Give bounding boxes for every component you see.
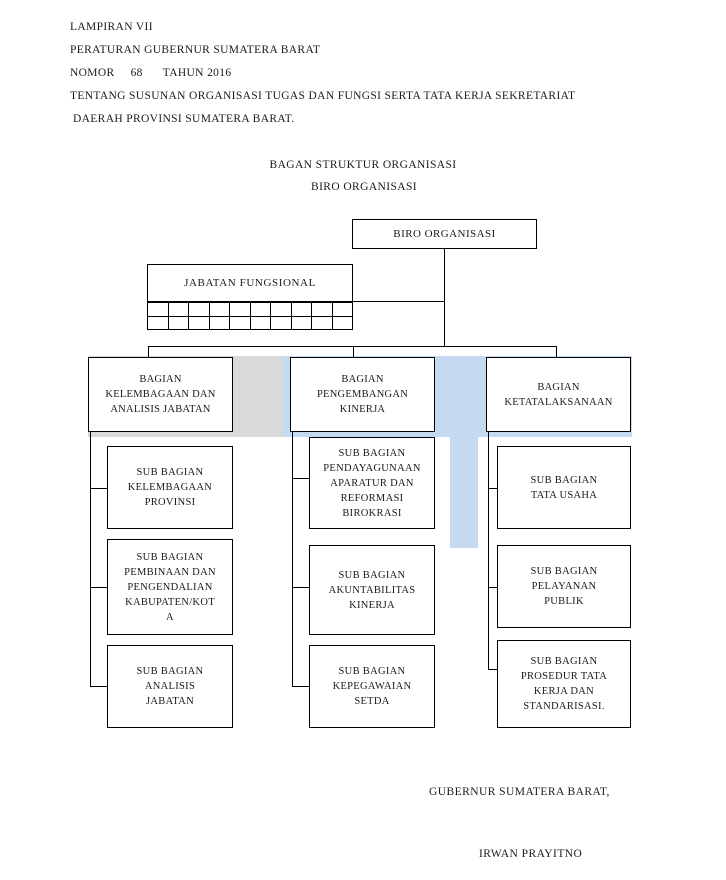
box-bagian-kelembagaan-dan-analisis-jabatan[interactable]: BAGIAN KELEMBAGAAN DAN ANALISIS JABATAN <box>88 357 233 432</box>
stub-division-3-child-1 <box>488 488 505 489</box>
box-sub-bagian-pembinaan-dan-pengendalian[interactable]: SUB BAGIAN PEMBINAAN DAN PENGENDALIAN KA… <box>107 539 233 635</box>
grid-cell[interactable] <box>209 316 230 330</box>
box-sub-3-1-label: SUB BAGIAN TATA USAHA <box>530 474 598 501</box>
connector-root-to-jabfung <box>353 301 445 302</box>
stub-division-2-child-1 <box>292 478 309 479</box>
box-bagian-3-label: BAGIAN KETATALAKSANAAN <box>504 381 613 408</box>
grid-cell[interactable] <box>189 316 210 330</box>
box-sub-3-3-label: SUB BAGIAN PROSEDUR TATA KERJA DAN STAND… <box>520 656 608 712</box>
connector-division-bus <box>148 346 557 347</box>
spine-division-3 <box>488 432 489 669</box>
box-sub-bagian-pelayanan-publik[interactable]: SUB BAGIAN PELAYANAN PUBLIK <box>497 545 631 628</box>
box-sub-1-1-label: SUB BAGIAN KELEMBAGAAN PROVINSI <box>127 467 213 508</box>
nomor-label: NOMOR <box>70 67 115 79</box>
spine-division-2 <box>292 432 293 686</box>
grid-cell[interactable] <box>230 303 251 317</box>
regulation-line: PERATURAN GUBERNUR SUMATERA BARAT <box>70 44 321 56</box>
about-line-2: DAERAH PROVINSI SUMATERA BARAT. <box>73 113 295 125</box>
connector-root-trunk <box>444 249 445 346</box>
grid-cell[interactable] <box>148 316 169 330</box>
box-sub-bagian-kelembagaan-provinsi[interactable]: SUB BAGIAN KELEMBAGAAN PROVINSI <box>107 446 233 529</box>
chart-title-line-2: BIRO ORGANISASI <box>311 181 417 193</box>
box-biro-organisasi[interactable]: BIRO ORGANISASI <box>352 219 537 249</box>
appendix-line: LAMPIRAN VII <box>70 21 153 33</box>
grid-cell[interactable] <box>250 303 271 317</box>
stub-division-1-child-2 <box>90 587 107 588</box>
grid-cell[interactable] <box>209 303 230 317</box>
grid-cell[interactable] <box>271 316 292 330</box>
box-sub-bagian-akuntabilitas-kinerja[interactable]: SUB BAGIAN AKUNTABILITAS KINERJA <box>309 545 435 635</box>
box-sub-bagian-kepegawaian-setda[interactable]: SUB BAGIAN KEPEGAWAIAN SETDA <box>309 645 435 728</box>
box-sub-1-3-label: SUB BAGIAN ANALISIS JABATAN <box>136 666 204 707</box>
connector-drop-division-2 <box>353 346 354 357</box>
grid-cell[interactable] <box>312 303 333 317</box>
grid-cell[interactable] <box>148 303 169 317</box>
box-sub-2-2-label: SUB BAGIAN AKUNTABILITAS KINERJA <box>328 569 416 611</box>
box-bagian-pengembangan-kinerja[interactable]: BAGIAN PENGEMBANGAN KINERJA <box>290 357 435 432</box>
about-line-1: TENTANG SUSUNAN ORGANISASI TUGAS DAN FUN… <box>70 90 576 102</box>
chart-title-line-1: BAGAN STRUKTUR ORGANISASI <box>269 159 457 171</box>
grid-cell[interactable] <box>271 303 292 317</box>
box-sub-2-1-label: SUB BAGIAN PENDAYAGUNAAN APARATUR DAN RE… <box>323 447 421 519</box>
box-sub-3-2-label: SUB BAGIAN PELAYANAN PUBLIK <box>530 566 598 607</box>
jabatan-fungsional-grid <box>147 302 353 330</box>
grid-cell[interactable] <box>168 303 189 317</box>
box-biro-label: BIRO ORGANISASI <box>393 227 496 240</box>
grid-cell[interactable] <box>291 303 312 317</box>
box-bagian-ketatalaksanaan[interactable]: BAGIAN KETATALAKSANAAN <box>486 357 631 432</box>
grid-cell[interactable] <box>332 316 353 330</box>
box-sub-bagian-analisis-jabatan[interactable]: SUB BAGIAN ANALISIS JABATAN <box>107 645 233 728</box>
grid-cell[interactable] <box>291 316 312 330</box>
chart-title: BAGAN STRUKTUR ORGANISASI BIRO ORGANISAS… <box>0 154 726 198</box>
box-bagian-2-label: BAGIAN PENGEMBANGAN KINERJA <box>316 374 409 415</box>
box-jabfung-label: JABATAN FUNGSIONAL <box>184 276 316 289</box>
tahun-label: TAHUN 2016 <box>162 67 232 79</box>
grid-cell[interactable] <box>168 316 189 330</box>
nomor-line: NOMOR 68 TAHUN 2016 <box>70 62 670 85</box>
document-header: LAMPIRAN VII PERATURAN GUBERNUR SUMATERA… <box>70 16 670 131</box>
signature-block: GUBERNUR SUMATERA BARAT, IRWAN PRAYITNO <box>0 786 726 860</box>
grid-cell[interactable] <box>332 303 353 317</box>
accent-shape-blue-strip <box>450 356 478 548</box>
box-sub-2-3-label: SUB BAGIAN KEPEGAWAIAN SETDA <box>332 666 412 707</box>
stub-division-3-child-2 <box>488 587 505 588</box>
box-sub-bagian-pendayagunaan-aparatur[interactable]: SUB BAGIAN PENDAYAGUNAAN APARATUR DAN RE… <box>309 437 435 529</box>
box-sub-1-2-label: SUB BAGIAN PEMBINAAN DAN PENGENDALIAN KA… <box>124 551 216 623</box>
grid-cell[interactable] <box>312 316 333 330</box>
spine-division-1 <box>90 432 91 686</box>
grid-cell[interactable] <box>250 316 271 330</box>
box-sub-bagian-prosedur-tata-kerja[interactable]: SUB BAGIAN PROSEDUR TATA KERJA DAN STAND… <box>497 640 631 728</box>
grid-cell[interactable] <box>189 303 210 317</box>
connector-drop-division-1 <box>148 346 149 357</box>
stub-division-1-child-1 <box>90 488 107 489</box>
grid-cell[interactable] <box>230 316 251 330</box>
signature-name: IRWAN PRAYITNO <box>479 848 583 860</box>
stub-division-1-child-3 <box>90 686 107 687</box>
connector-drop-division-3 <box>556 346 557 357</box>
stub-division-2-child-3 <box>292 686 309 687</box>
stub-division-3-child-3 <box>488 669 505 670</box>
box-bagian-1-label: BAGIAN KELEMBAGAAN DAN ANALISIS JABATAN <box>105 374 216 415</box>
signature-title: GUBERNUR SUMATERA BARAT, <box>429 786 610 798</box>
box-jabatan-fungsional[interactable]: JABATAN FUNGSIONAL <box>147 264 353 302</box>
box-sub-bagian-tata-usaha[interactable]: SUB BAGIAN TATA USAHA <box>497 446 631 529</box>
stub-division-2-child-2 <box>292 587 309 588</box>
nomor-value: 68 <box>130 67 143 79</box>
